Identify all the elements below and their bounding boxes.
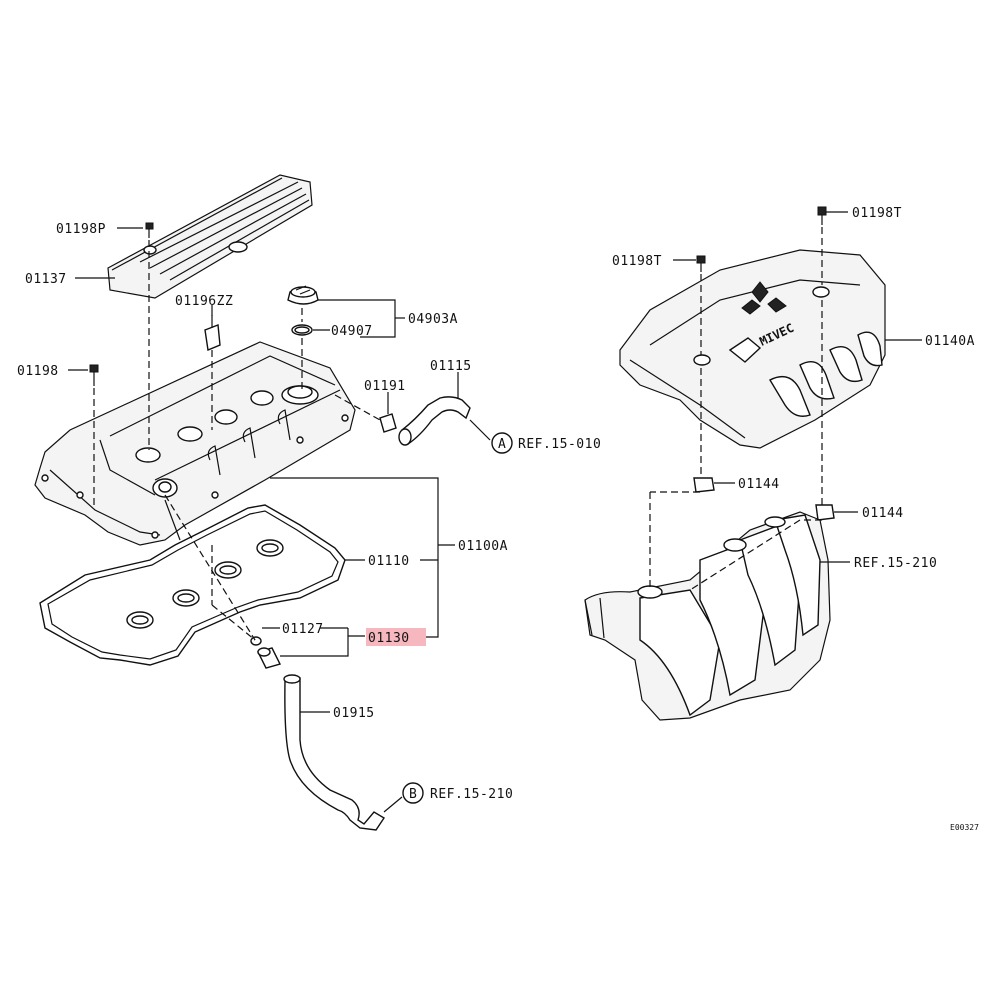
highlight-01130 bbox=[366, 628, 426, 646]
callout-01140a[interactable]: 01140A bbox=[925, 334, 975, 349]
bolt-01198[interactable] bbox=[89, 364, 99, 386]
bolt-01198t-right[interactable] bbox=[817, 206, 827, 225]
pcv-valve-01130[interactable] bbox=[256, 647, 282, 669]
callout-01198p[interactable]: 01198P bbox=[56, 222, 106, 237]
intake-manifold-reference bbox=[584, 511, 831, 721]
callout-01198t-right[interactable]: 01198T bbox=[852, 206, 902, 221]
hose-clip-01191[interactable] bbox=[379, 413, 397, 433]
callout-01144-left[interactable]: 01144 bbox=[738, 477, 780, 492]
callout-01196zz[interactable]: 01196ZZ bbox=[175, 294, 233, 309]
valve-cover-gasket[interactable] bbox=[39, 504, 346, 666]
callout-01191[interactable]: 01191 bbox=[364, 379, 406, 394]
figure-code: E00327 bbox=[950, 823, 979, 832]
ref-a-marker: A bbox=[498, 437, 506, 452]
callout-01915[interactable]: 01915 bbox=[333, 706, 375, 721]
ref-b-text: REF.15-210 bbox=[430, 787, 513, 802]
o-ring-04907[interactable] bbox=[291, 324, 313, 336]
callout-04903a[interactable]: 04903A bbox=[408, 312, 458, 327]
callout-01127[interactable]: 01127 bbox=[282, 622, 324, 637]
callout-01115[interactable]: 01115 bbox=[430, 359, 472, 374]
rocker-cover-trim-part[interactable] bbox=[107, 174, 313, 299]
callout-01130[interactable]: 01130 bbox=[368, 631, 410, 646]
ref-a[interactable]: A REF.15-010 bbox=[491, 432, 601, 454]
oil-filler-cap[interactable] bbox=[287, 285, 319, 305]
valve-cover-part[interactable] bbox=[34, 341, 356, 546]
callout-04907[interactable]: 04907 bbox=[331, 324, 373, 339]
leader-lines bbox=[68, 211, 922, 813]
ref-intake-manifold[interactable]: REF.15-210 bbox=[854, 556, 937, 571]
callout-01110[interactable]: 01110 bbox=[368, 554, 410, 569]
callout-01198t-left[interactable]: 01198T bbox=[612, 254, 662, 269]
ref-a-text: REF.15-010 bbox=[518, 437, 601, 452]
ref-b[interactable]: B REF.15-210 bbox=[402, 782, 513, 804]
clip-01144-right[interactable] bbox=[815, 504, 835, 521]
bolt-01198p[interactable] bbox=[145, 222, 154, 238]
engine-cover-01140a[interactable]: MIVEC bbox=[619, 249, 886, 449]
callout-01100a[interactable]: 01100A bbox=[458, 539, 508, 554]
grommet-01127[interactable] bbox=[250, 636, 262, 646]
pcv-hose-01915[interactable] bbox=[283, 674, 385, 831]
callout-labels: 01198P 01137 01196ZZ 04903A 04907 01198 … bbox=[17, 206, 979, 832]
callout-01198[interactable]: 01198 bbox=[17, 364, 59, 379]
ref-b-marker: B bbox=[409, 787, 417, 802]
breather-hose-01115[interactable] bbox=[398, 396, 471, 446]
callout-01144-right[interactable]: 01144 bbox=[862, 506, 904, 521]
bolt-01198t-left[interactable] bbox=[696, 255, 706, 272]
callout-01137[interactable]: 01137 bbox=[25, 272, 67, 287]
bracket-01196zz[interactable] bbox=[204, 315, 221, 351]
clip-01144-left[interactable] bbox=[693, 477, 715, 493]
